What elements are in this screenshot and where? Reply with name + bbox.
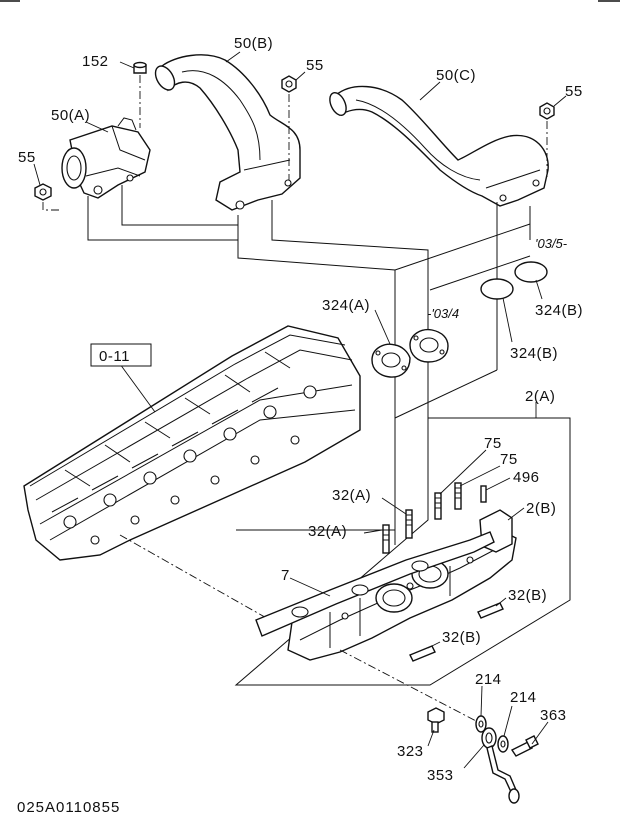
stud-32a-upper	[405, 509, 413, 539]
label-75-a: 75	[484, 435, 502, 452]
nut-55-top	[281, 75, 297, 93]
bolt-152	[133, 61, 147, 74]
gasket-324a	[371, 328, 449, 378]
label-353: 353	[427, 767, 454, 784]
water-pipe-50c	[329, 85, 549, 207]
nut-55-left-axis	[42, 202, 60, 211]
stud-75-b	[454, 482, 462, 510]
o-ring-324b-late	[514, 261, 548, 283]
label-50a: 50(A)	[51, 107, 90, 124]
ref-box-0-11	[90, 343, 152, 367]
label-214-a: 214	[475, 671, 502, 688]
label-50b: 50(B)	[234, 35, 273, 52]
nut-55-right	[539, 102, 555, 120]
label-7: 7	[281, 567, 290, 584]
label-363: 363	[540, 707, 567, 724]
figure-code: 025A0110855	[17, 799, 120, 816]
thermostat-housing-50a	[61, 117, 151, 199]
label-date-0305: '03/5-	[535, 236, 568, 251]
label-152: 152	[82, 53, 109, 70]
water-pipe-50b	[154, 54, 301, 211]
label-55-left: 55	[18, 149, 36, 166]
manifold-group-frame	[234, 417, 571, 686]
label-214-b: 214	[510, 689, 537, 706]
label-ref-0-11: 0-11	[99, 348, 130, 365]
label-2b: 2(B)	[526, 500, 556, 517]
label-496: 496	[513, 469, 540, 486]
stud-32b-left	[409, 645, 436, 662]
leader-lines	[33, 51, 567, 769]
label-55-right: 55	[565, 83, 583, 100]
exhaust-manifold	[287, 509, 517, 661]
label-55-top: 55	[306, 57, 324, 74]
label-32a-upper: 32(A)	[332, 487, 371, 504]
oil-pipe-353	[481, 727, 520, 804]
label-323: 323	[397, 743, 424, 760]
stud-32b-right	[477, 602, 504, 619]
label-75-b: 75	[500, 451, 518, 468]
o-ring-324b-early	[480, 278, 514, 300]
pin-496	[480, 485, 487, 503]
label-date-0304: -'03/4	[427, 306, 459, 321]
manifold-gasket-7	[255, 531, 495, 637]
label-324b-late: 324(B)	[535, 302, 583, 319]
label-32b-right: 32(B)	[508, 587, 547, 604]
stud-32a-lower	[382, 524, 390, 554]
eye-bolt-363	[510, 735, 539, 757]
nut-55-left	[34, 183, 52, 201]
bolt-323	[427, 707, 445, 733]
bolt-axis-lower	[339, 649, 479, 723]
label-324a: 324(A)	[322, 297, 370, 314]
stud-75-a	[434, 492, 442, 520]
label-324b-early: 324(B)	[510, 345, 558, 362]
label-32a-lower: 32(A)	[308, 523, 347, 540]
head-to-manifold-axis	[119, 534, 271, 621]
cylinder-head-0-11	[23, 325, 361, 561]
washer-214-b	[497, 735, 509, 753]
label-50c: 50(C)	[436, 67, 476, 84]
label-32b-left: 32(B)	[442, 629, 481, 646]
washer-214-a	[475, 715, 487, 733]
label-2a: 2(A)	[525, 388, 555, 405]
